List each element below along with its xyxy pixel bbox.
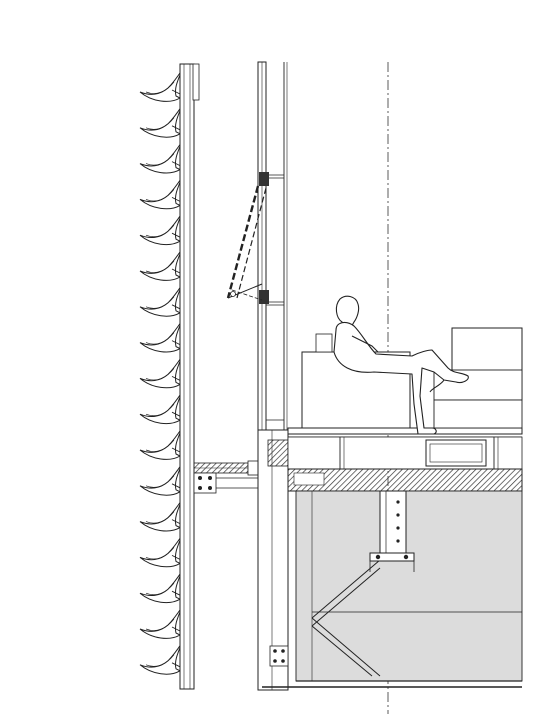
curved-louver-blade-icon [139,535,186,568]
curved-louver-blade-icon [139,606,186,639]
sofa [433,327,523,429]
louver-screen [139,69,186,675]
curved-louver-blade-icon [139,212,186,246]
curved-louver-blade-icon [139,356,186,389]
curved-louver-blade-icon [139,391,186,425]
curved-louver-blade-icon [139,427,186,460]
curved-louver-blade-icon [139,320,186,353]
curved-louver-blade-icon [139,499,186,532]
curved-louver-blade-icon [139,248,186,281]
curved-louver-blade-icon [139,69,186,102]
curtain-wall [257,61,288,691]
lower-facade [257,429,289,691]
steel-hanger [369,490,415,572]
curved-louver-blade-icon [139,570,186,604]
floor-buildup [287,427,523,492]
seated-person-icon [333,295,469,435]
louver-bracket [193,460,263,494]
curved-louver-blade-icon [139,642,186,675]
curved-louver-blade-icon [139,463,186,496]
ceiling-void [262,490,523,688]
curved-louver-blade-icon [139,141,186,174]
curved-louver-blade-icon [139,105,186,138]
vent-window-open [226,185,267,301]
louver-support-post [179,63,200,690]
curved-louver-blade-icon [139,177,186,210]
curved-louver-blade-icon [139,284,186,317]
